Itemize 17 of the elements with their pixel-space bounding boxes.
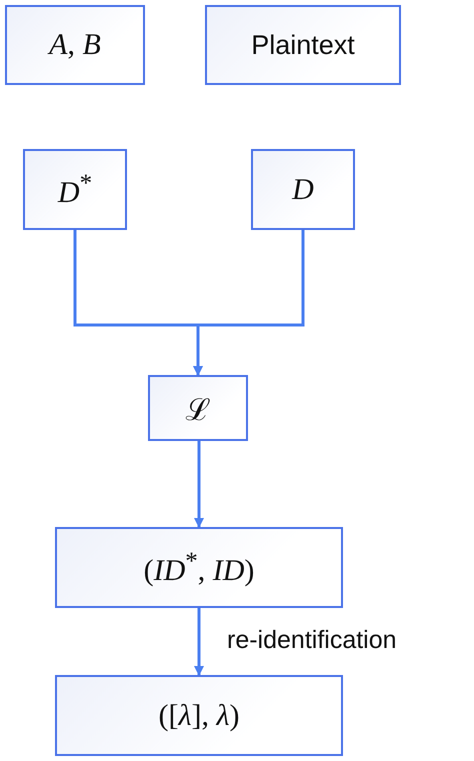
- arrow: [194, 608, 204, 676]
- data-box: [251, 149, 355, 230]
- process-box: [205, 5, 401, 85]
- math-label: (ID$^{*}$, ID): [144, 548, 254, 588]
- box-label: Plaintext: [251, 30, 355, 60]
- variable-box: [5, 5, 145, 85]
- result-box: [55, 675, 343, 756]
- data-box: [23, 149, 127, 230]
- process-box: [148, 375, 248, 441]
- result-box: [55, 527, 343, 608]
- arrow: [193, 230, 304, 376]
- math-label: ℒ: [186, 392, 210, 428]
- math-label: A, B: [49, 28, 101, 62]
- arrow: [194, 441, 204, 528]
- math-label: D$^{*}$: [58, 170, 92, 210]
- math-label: D: [292, 172, 314, 206]
- math-label: ([λ], λ): [158, 698, 240, 732]
